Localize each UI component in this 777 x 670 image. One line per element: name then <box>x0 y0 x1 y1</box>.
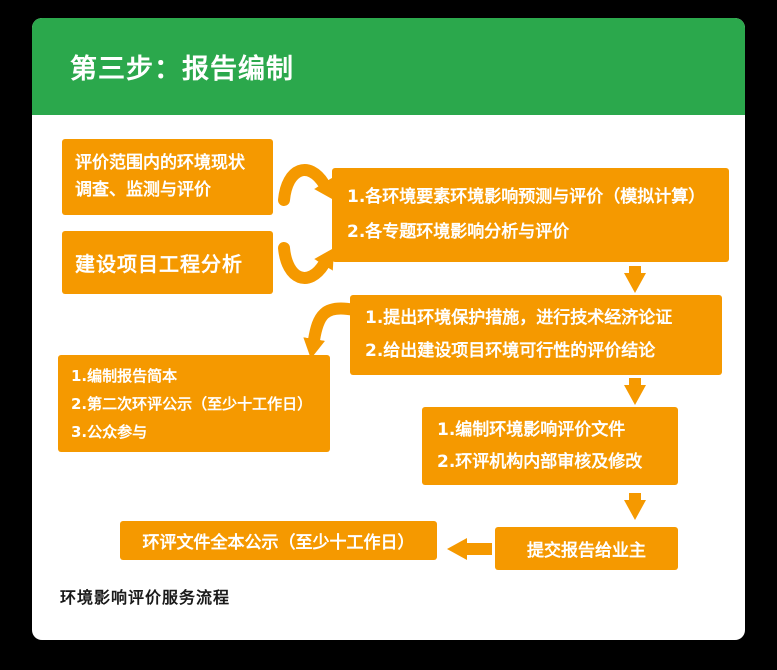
left-arrow-icon <box>447 538 492 560</box>
down-arrow-icon <box>624 266 646 293</box>
flow-box-line: 建设项目工程分析 <box>75 252 243 276</box>
flow-box-eia-document: 1.编制环境影响评价文件 2.环评机构内部审核及修改 <box>422 407 678 485</box>
flow-box-line: 2.环评机构内部审核及修改 <box>437 452 643 472</box>
flow-box-project-analysis: 建设项目工程分析 <box>62 231 273 294</box>
flow-box-submit-report: 提交报告给业主 <box>495 527 678 570</box>
flow-box-line: 1.提出环境保护措施，进行技术经济论证 <box>365 308 673 328</box>
diagram-caption: 环境影响评价服务流程 <box>60 588 231 607</box>
down-arrow-icon <box>624 493 646 520</box>
down-arrow-icon <box>624 378 646 405</box>
diagram-card: 第三步：报告编制 评价范围内的环境现状 调查、监测与评价 建设项目工程分析 1.… <box>32 18 745 640</box>
flow-box-line: 1.编制报告简本 <box>71 366 178 385</box>
page-title: 第三步：报告编制 <box>70 54 294 85</box>
flow-box-full-publicity: 环评文件全本公示（至少十工作日） <box>120 521 437 560</box>
flow-box-line: 1.各环境要素环境影响预测与评价（模拟计算） <box>347 187 706 207</box>
step-header: 第三步：报告编制 <box>32 18 745 115</box>
flow-box-impact-prediction: 1.各环境要素环境影响预测与评价（模拟计算） 2.各专题环境影响分析与评价 <box>332 168 729 262</box>
curved-arrow-icon <box>303 302 360 359</box>
flow-box-line: 3.公众参与 <box>71 422 148 441</box>
flow-box-protection-measures: 1.提出环境保护措施，进行技术经济论证 2.给出建设项目环境可行性的评价结论 <box>350 295 722 375</box>
flow-box-line: 2.给出建设项目环境可行性的评价结论 <box>365 341 656 361</box>
flow-box-line: 2.第二次环评公示（至少十工作日） <box>71 394 313 413</box>
curved-arrow-icon <box>278 164 335 206</box>
flow-box-line: 1.编制环境影响评价文件 <box>437 420 626 440</box>
flow-box-line: 调查、监测与评价 <box>75 180 211 200</box>
flow-box-draft-publicity: 1.编制报告简本 2.第二次环评公示（至少十工作日） 3.公众参与 <box>58 355 330 452</box>
flow-box-line: 评价范围内的环境现状 <box>75 153 245 173</box>
flow-box-line: 环评文件全本公示（至少十工作日） <box>142 533 415 553</box>
flow-box-line: 2.各专题环境影响分析与评价 <box>347 222 570 242</box>
flow-box-line: 提交报告给业主 <box>527 541 646 561</box>
curved-arrow-icon <box>278 242 335 284</box>
flow-box-status-survey: 评价范围内的环境现状 调查、监测与评价 <box>62 139 273 215</box>
